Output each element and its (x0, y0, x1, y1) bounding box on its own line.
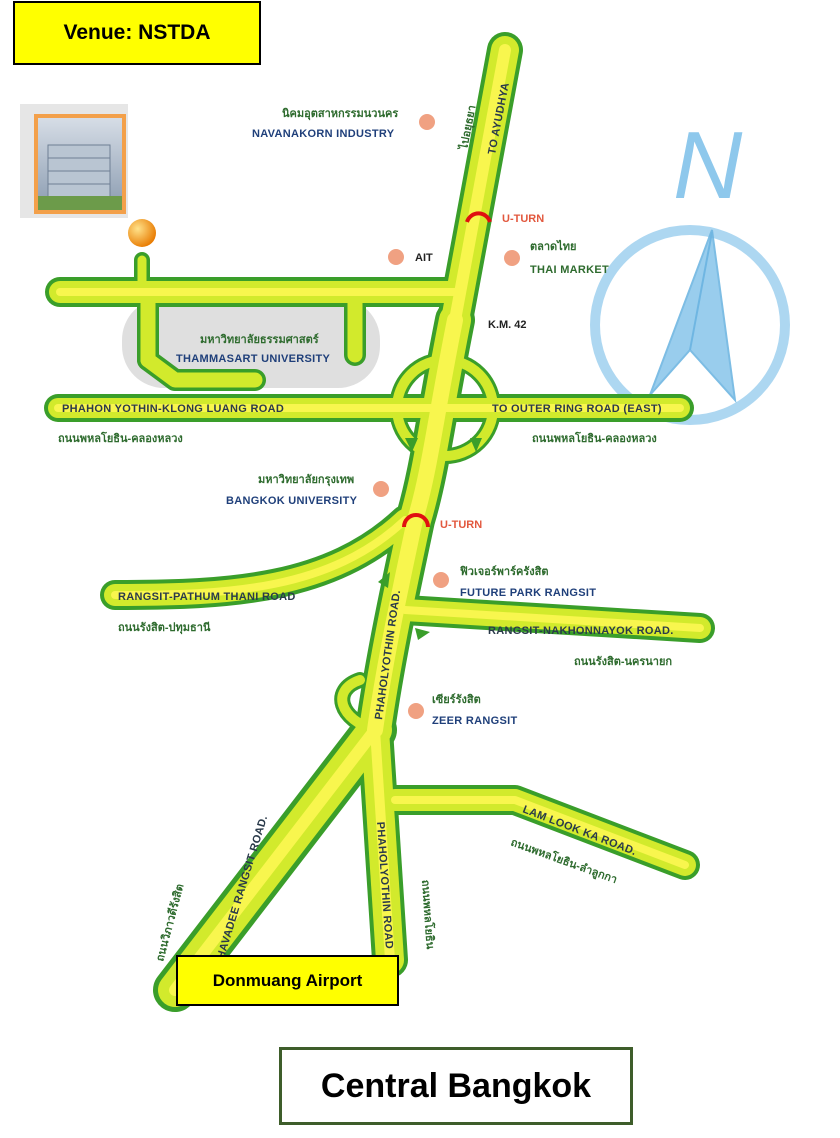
bangkok-university-label-th: มหาวิทยาลัยกรุงเทพ (258, 473, 354, 487)
phaholyothin-lower-road-label-th: ถนนพหลโยธิน (419, 879, 438, 950)
central-bangkok-label: Central Bangkok (320, 1066, 592, 1105)
zeer-rangsit-label-en: ZEER RANGSIT (432, 715, 518, 727)
compass-icon: N (590, 112, 790, 425)
venue-label: Venue: NSTDA (63, 21, 211, 44)
ait-dot-icon (388, 249, 404, 265)
venue-label-box: Venue: NSTDA (13, 1, 261, 65)
outer-ring-east-road-label: TO OUTER RING ROAD (EAST) (492, 403, 662, 415)
rangsit-pathum-road-label: RANGSIT-PATHUM THANI ROAD (118, 591, 296, 603)
phahon-west-road-label-th: ถนนพหลโยธิน-คลองหลวง (58, 431, 183, 445)
road-network (44, 32, 715, 1012)
thai-market-label-en: THAI MARKET (530, 264, 609, 276)
landmark-dots (373, 114, 520, 719)
outer-ring-east-road-label-th: ถนนพหลโยธิน-คลองหลวง (532, 431, 657, 445)
bangkok-university-dot-icon (373, 481, 389, 497)
central-bangkok-label-box: Central Bangkok (279, 1047, 633, 1125)
thammasat-campus-area (122, 298, 380, 388)
rangsit-nakhon-road-label: RANGSIT-NAKHONNAYOK ROAD. (488, 625, 674, 637)
future-park-dot-icon (433, 572, 449, 588)
zeer-rangsit-label-th: เซียร์รังสิต (432, 693, 481, 706)
uturn-label: U-TURN (440, 519, 482, 531)
uturn-icon (402, 513, 430, 528)
km-marker-label: K.M. 42 (488, 319, 527, 331)
bangkok-university-label-en: BANGKOK UNIVERSITY (226, 495, 358, 507)
venue-building-photo (20, 104, 128, 218)
navanakorn-label-en: NAVANAKORN INDUSTRY (252, 128, 395, 140)
airport-label: Donmuang Airport (212, 970, 363, 990)
thammasat-label-th: มหาวิทยาลัยธรรมศาสตร์ (200, 333, 319, 346)
compass-letter: N (673, 112, 743, 219)
thammasat-label-en: THAMMASART UNIVERSITY (176, 353, 331, 365)
navanakorn-label-th: นิคมอุตสาหกรรมนวนคร (282, 107, 398, 121)
ait-label: AIT (415, 252, 433, 264)
future-park-label-en: FUTURE PARK RANGSIT (460, 587, 596, 599)
thai-market-label-th: ตลาดไทย (530, 239, 576, 253)
future-park-label-th: ฟิวเจอร์พาร์ครังสิต (460, 565, 549, 578)
thai-market-dot-icon (504, 250, 520, 266)
venue-marker-icon (128, 219, 156, 247)
uturn-icon (465, 211, 492, 223)
airport-label-box: Donmuang Airport (176, 955, 399, 1006)
rangsit-nakhon-road-label-th: ถนนรังสิต-นครนายก (574, 655, 672, 668)
zeer-rangsit-dot-icon (408, 703, 424, 719)
uturn-label: U-TURN (502, 213, 544, 225)
phahon-west-road-label: PHAHON YOTHIN-KLONG LUANG ROAD (62, 403, 284, 415)
rangsit-pathum-road-label-th: ถนนรังสิต-ปทุมธานี (118, 621, 211, 635)
navanakorn-dot-icon (419, 114, 435, 130)
